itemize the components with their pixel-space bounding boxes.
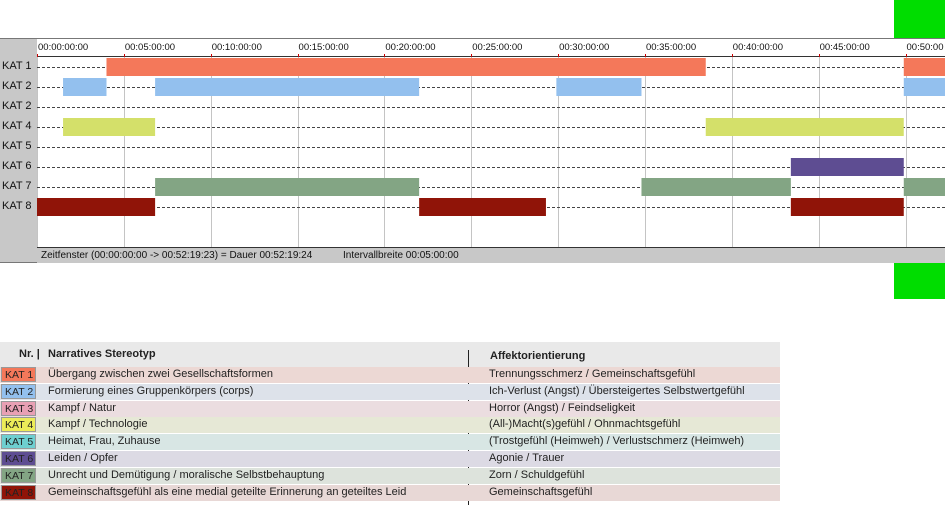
segment-bar xyxy=(63,78,107,96)
row-label: KAT 4 xyxy=(2,120,32,132)
segment-bar xyxy=(641,178,791,196)
row-label-column: KAT 1 KAT 2 KAT 2 KAT 4 KAT 5 KAT 6 KAT 7 KAT 8 xyxy=(0,39,38,262)
affect-label: Horror (Angst) / Feindseligkeit xyxy=(489,401,636,414)
stereotype-label: Unrecht und Demütigung / moralische Selb… xyxy=(48,468,325,481)
affect-label: (Trostgefühl (Heimweh) / Verlustschmerz … xyxy=(489,435,745,448)
tick-label: 00:50:00 xyxy=(906,42,944,53)
segment-bar xyxy=(556,78,642,96)
legend-row: KAT 5 Heimat, Frau, Zuhause (Trostgefühl (… xyxy=(0,434,780,451)
category-swatch: KAT 6 xyxy=(1,451,36,466)
interval-width-text: Intervallbreite 00:05:00:00 xyxy=(343,250,459,261)
legend-row: KAT 8 Gemeinschaftsgefühl als eine medial… xyxy=(0,484,780,501)
legend-row: KAT 6 Leiden / Opfer Agonie / Trauer xyxy=(0,451,780,467)
green-marker-top xyxy=(894,0,945,38)
category-swatch: KAT 3 xyxy=(1,400,36,416)
affect-label: Gemeinschaftsgefühl xyxy=(489,485,593,498)
legend-row: KAT 2 Formierung eines Gruppenkörpers (co… xyxy=(0,383,780,400)
tick-label: 00:25:00:00 xyxy=(472,42,523,53)
tick-label: 00:30:00:00 xyxy=(559,42,610,53)
green-marker-bottom xyxy=(894,263,945,299)
tick-label: 00:35:00:00 xyxy=(645,42,697,53)
tick-label: 00:20:00:00 xyxy=(385,42,436,53)
segment-bar xyxy=(903,78,945,96)
legend-stereotype-header: Narratives Stereotyp xyxy=(48,348,156,360)
affect-label: Ich-Verlust (Angst) / Übersteigertes Sel… xyxy=(489,384,745,397)
stereotype-label: Heimat, Frau, Zuhause xyxy=(48,435,161,448)
legend-row: KAT 7 Unrecht und Demütigung / moralische… xyxy=(0,467,780,484)
category-swatch: KAT 1 xyxy=(1,367,36,382)
category-swatch: KAT 2 xyxy=(1,383,36,399)
row-label: KAT 2 xyxy=(2,100,32,112)
row-label: KAT 2 xyxy=(2,80,32,92)
category-swatch: KAT 7 xyxy=(1,467,36,483)
segment-bar xyxy=(790,198,904,216)
legend-header: Nr. | Narratives Stereotyp Affektorienti… xyxy=(0,342,780,367)
time-window-text: Zeitfenster (00:00:00:00 -> 00:52:19:23)… xyxy=(41,250,313,261)
category-legend: Nr. | Narratives Stereotyp Affektorienti… xyxy=(0,342,780,508)
time-ruler: 00:00:00:00 00:05:00:00 00:10:00:00 00:15:0… xyxy=(37,39,945,57)
stereotype-label: Kampf / Natur xyxy=(48,401,116,414)
affect-label: Agonie / Trauer xyxy=(489,452,565,464)
category-swatch: KAT 5 xyxy=(1,434,36,450)
affect-label: Trennungsschmerz / Gemeinschaftsgefühl xyxy=(489,368,696,380)
segment-bar xyxy=(903,58,945,76)
segment-bar xyxy=(903,178,945,196)
tick-label: 00:00:00:00 xyxy=(38,42,89,53)
affect-label: Zorn / Schuldgefühl xyxy=(489,468,585,481)
segment-bar xyxy=(790,158,904,176)
segment-bar xyxy=(155,78,420,96)
legend-row: KAT 3 Kampf / Natur Horror (Angst) / Feind… xyxy=(0,400,780,417)
segment-bar xyxy=(63,118,156,136)
row-label: KAT 6 xyxy=(2,160,32,172)
segment-bar xyxy=(419,198,546,216)
row-label: KAT 1 xyxy=(2,60,32,72)
segment-bar xyxy=(705,118,904,136)
row-label: KAT 5 xyxy=(2,140,32,152)
stereotype-label: Leiden / Opfer xyxy=(48,452,118,464)
timeline-chart xyxy=(37,54,945,247)
legend-nr-header: Nr. | xyxy=(19,348,40,360)
tick-label: 00:05:00:00 xyxy=(124,42,176,53)
tick-label: 00:45:00:00 xyxy=(819,42,870,53)
status-bar: Zeitfenster (00:00:00:00 -> 00:52:19:23)… xyxy=(37,247,945,263)
segment-bar xyxy=(155,178,420,196)
stereotype-label: Kampf / Technologie xyxy=(48,418,148,431)
stereotype-label: Übergang zwischen zwei Gesellschaftsform… xyxy=(48,368,273,380)
legend-row: KAT 4 Kampf / Technologie (All-)Macht(s)ge… xyxy=(0,417,780,434)
timeline-panel: KAT 1 KAT 2 KAT 2 KAT 4 KAT 5 KAT 6 KAT 7 KAT 8… xyxy=(0,38,945,263)
stereotype-label: Gemeinschaftsgefühl als eine medial gete… xyxy=(48,485,407,498)
row-label: KAT 8 xyxy=(2,200,32,212)
tick-label: 00:15:00:00 xyxy=(298,42,349,53)
tick-label: 00:40:00:00 xyxy=(732,42,783,53)
category-swatch: KAT 4 xyxy=(1,417,36,433)
affect-label: (All-)Macht(s)gefühl / Ohnmachtsgefühl xyxy=(489,418,681,431)
legend-affect-header: Affektorientierung xyxy=(490,350,586,362)
category-swatch: KAT 8 xyxy=(1,484,36,500)
tick-label: 00:10:00:00 xyxy=(211,42,262,53)
stereotype-label: Formierung eines Gruppenkörpers (corps) xyxy=(48,384,254,397)
legend-row: KAT 1 Übergang zwischen zwei Gesellschaft… xyxy=(0,367,780,383)
segment-bar xyxy=(37,198,156,216)
row-label: KAT 7 xyxy=(2,180,32,192)
segment-bar xyxy=(106,58,706,76)
